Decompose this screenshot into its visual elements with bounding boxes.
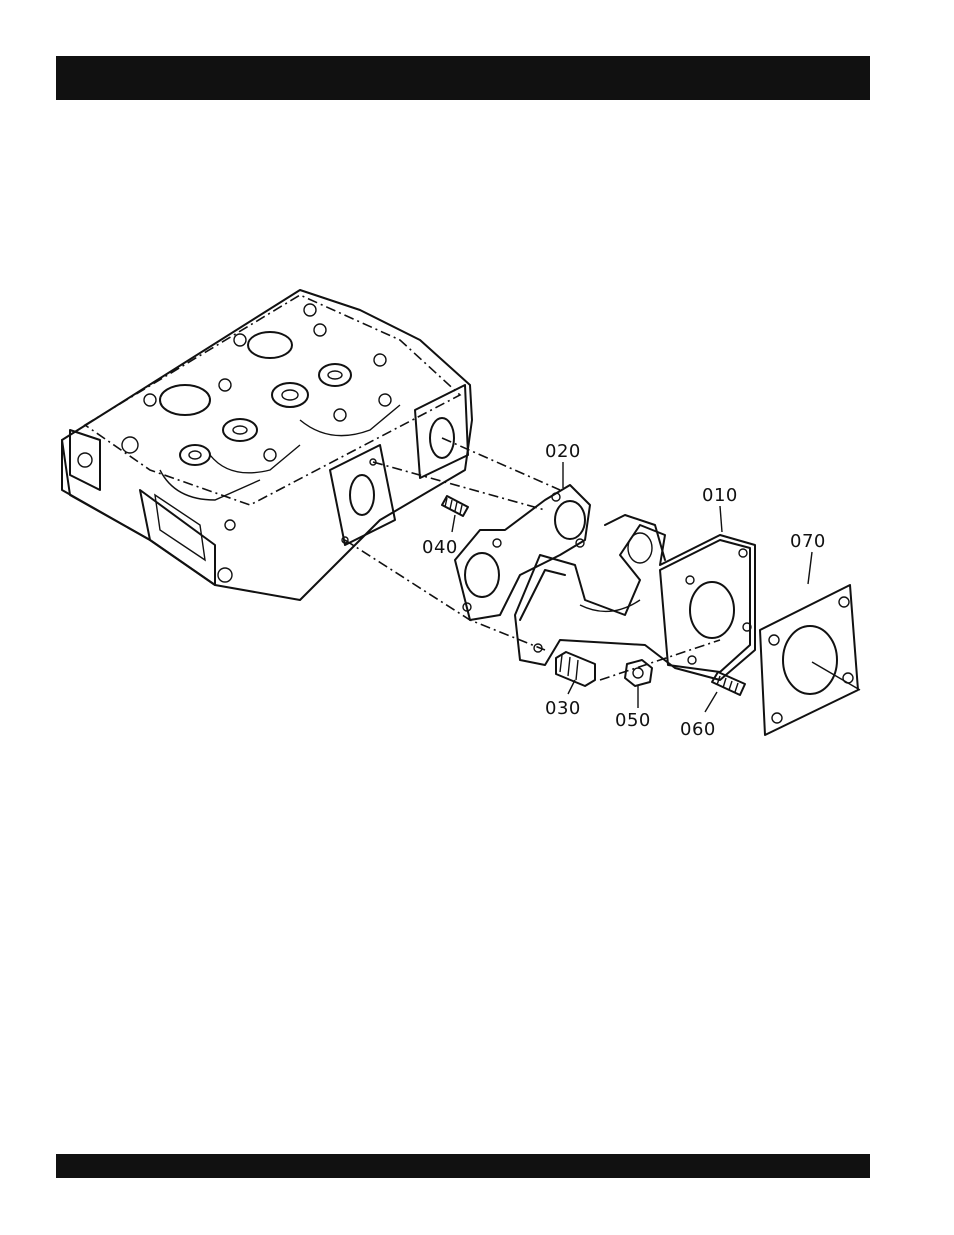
manifold-gasket [455, 485, 590, 620]
nut-050 [625, 660, 652, 686]
stud-060 [712, 672, 745, 695]
leader-lines [452, 462, 812, 712]
stud-040 [442, 496, 468, 516]
exhaust-manifold [515, 515, 755, 680]
callout-070: 070 [790, 531, 826, 552]
outlet-gasket [760, 585, 860, 735]
callout-010: 010 [702, 485, 738, 506]
cylinder-head [62, 290, 472, 600]
callout-060: 060 [680, 719, 716, 740]
callout-050: 050 [615, 710, 651, 731]
callout-040: 040 [422, 537, 458, 558]
bolt-030 [556, 652, 595, 686]
callout-020: 020 [545, 441, 581, 462]
callout-030: 030 [545, 698, 581, 719]
